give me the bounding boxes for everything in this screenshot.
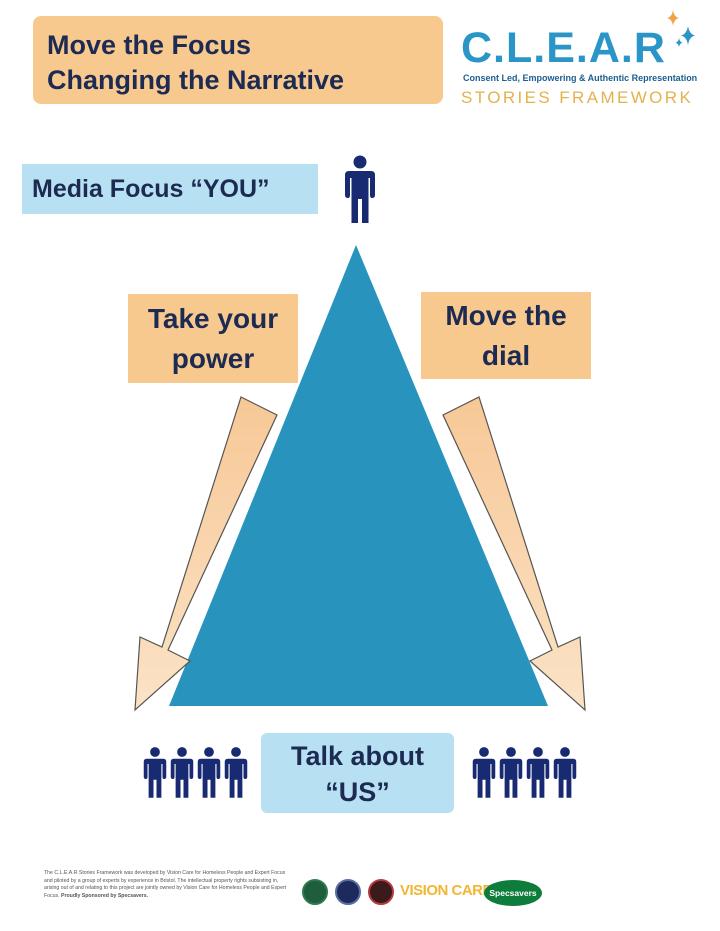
partner-logo-3 [368,879,394,905]
move-dial-line-1: Move the [445,300,567,331]
arrow-move-dial [442,396,586,712]
specsavers-logo: Specsavers [484,880,542,906]
footer-text: The C.L.E.A.R Stories Framework was deve… [44,870,287,899]
arrow-take-power [134,396,278,712]
title-line-2: Changing the Narrative [47,65,345,95]
media-focus-label: Media Focus “YOU” [22,164,318,214]
logo-framework: STORIES FRAMEWORK [461,88,694,107]
talk-about-line-1: Talk about [290,741,424,771]
talk-about-us-box: Talk about “US” [261,733,454,813]
partner-logo-1 [302,879,328,905]
title-line-1: Move the Focus [47,30,252,60]
vision-care-logo: VISION CARE [400,882,493,899]
take-power-box: Take your power [128,294,298,383]
title-box: Move the Focus Changing the Narrative [33,16,443,104]
footer-sponsor: Proudly Sponsored by Specsavers. [61,892,149,899]
move-dial-box: Move the dial [421,292,591,379]
move-dial-line-2: dial [481,340,531,371]
partner-logo-2 [335,879,361,905]
group-icon-right [472,747,577,798]
group-icon-left [143,747,248,798]
logo-wordmark: C.L.E.A.R [461,24,666,72]
logo-tagline: Consent Led, Empowering & Authentic Repr… [463,73,698,83]
focus-triangle [169,245,548,706]
sparkle-icon [667,10,695,47]
person-icon [345,155,375,223]
take-power-line-2: power [171,343,255,374]
footer-logos: VISION CARE Specsavers [302,876,552,910]
footer-credits: The C.L.E.A.R Stories Framework was deve… [44,870,294,900]
clear-logo: C.L.E.A.R Consent Led, Empowering & Auth… [455,8,705,116]
take-power-line-1: Take your [147,303,279,334]
talk-about-line-2: “US” [325,777,390,807]
